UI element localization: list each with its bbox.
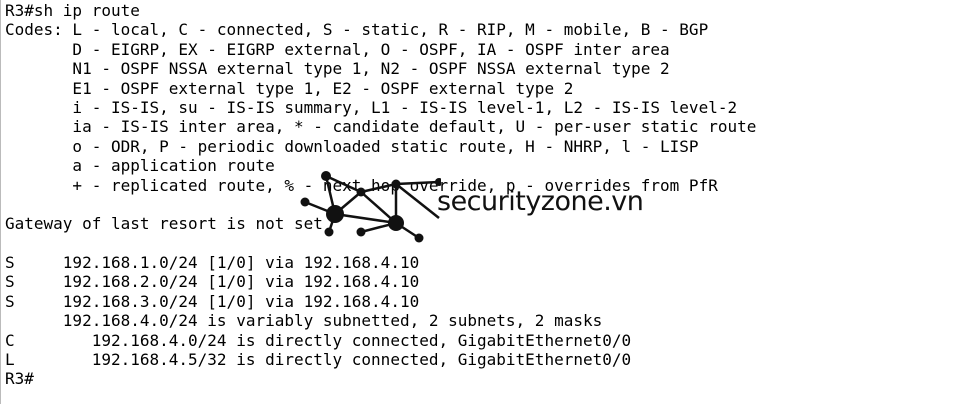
terminal-line: R3#sh ip route [5, 1, 140, 20]
terminal-line: Gateway of last resort is not set [5, 214, 323, 234]
terminal-line: S 192.168.2.0/24 [1/0] via 192.168.4.10 [5, 272, 420, 292]
terminal-line [5, 234, 756, 253]
terminal-line: + - replicated route, % - next hop overr… [5, 175, 718, 195]
terminal-line: ia - IS-IS inter area, * - candidate def… [5, 117, 757, 137]
terminal-line: 192.168.4.0/24 is variably subnetted, 2 … [5, 311, 603, 331]
terminal-line: i - IS-IS, su - IS-IS summary, L1 - IS-I… [5, 97, 738, 117]
terminal-line: Codes: L - local, C - connected, S - sta… [5, 20, 709, 40]
terminal-line: D - EIGRP, EX - EIGRP external, O - OSPF… [5, 39, 670, 59]
terminal-line: S 192.168.1.0/24 [1/0] via 192.168.4.10 [5, 253, 420, 273]
terminal-line: E1 - OSPF external type 1, E2 - OSPF ext… [5, 78, 574, 98]
terminal-line: S 192.168.3.0/24 [1/0] via 192.168.4.10 [5, 291, 420, 311]
terminal-prompt: R3# [5, 369, 34, 389]
terminal-line: L 192.168.4.5/32 is directly connected, … [5, 350, 632, 370]
terminal-line: N1 - OSPF NSSA external type 1, N2 - OSP… [5, 59, 670, 79]
terminal-line: C 192.168.4.0/24 is directly connected, … [5, 330, 632, 350]
terminal-line [5, 195, 756, 214]
terminal-line: o - ODR, P - periodic downloaded static … [5, 136, 699, 156]
terminal-line: a - application route [5, 156, 275, 176]
